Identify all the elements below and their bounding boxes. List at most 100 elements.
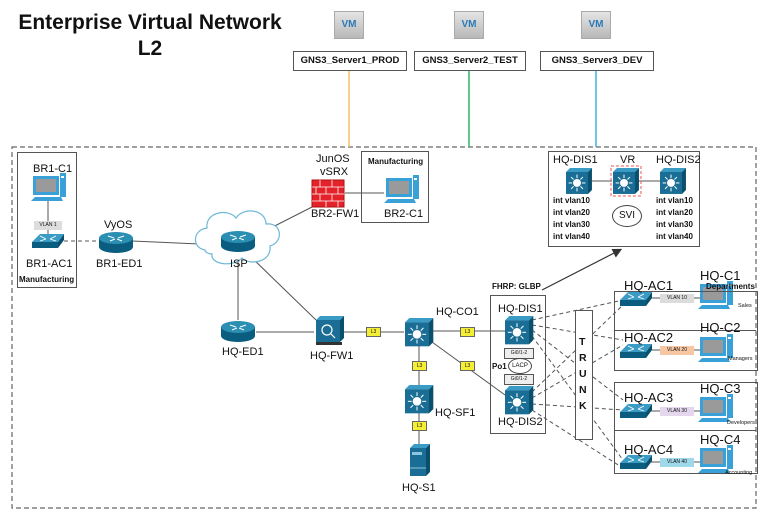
svi-ellipse: SVI: [612, 205, 642, 227]
dept-divider-top: [614, 330, 756, 331]
mls-hq-co1-icon[interactable]: [405, 318, 434, 347]
br1-c1-label: BR1-C1: [33, 163, 73, 175]
br1-ac1-label: BR1-AC1: [26, 258, 73, 270]
switch-hq-ac1-icon[interactable]: [620, 292, 652, 306]
hq-co1-label: HQ-CO1: [436, 306, 479, 318]
branch2-group: [361, 151, 429, 223]
svi-arrow: [541, 248, 623, 291]
switch-hq-ac2-icon[interactable]: [620, 344, 652, 358]
dept-vlan-tag: VLAN 20: [660, 346, 694, 355]
vm-icon-server1[interactable]: VM: [334, 11, 364, 39]
dept-name-label: Developers: [727, 420, 755, 426]
firewall-br2-fw1-icon[interactable]: [311, 179, 345, 208]
branch1-group: [17, 152, 77, 288]
br2-fw-os1-label: JunOS: [316, 153, 350, 165]
dept-vlan-tag: VLAN 10: [660, 294, 694, 303]
dept-switch-label: HQ-AC1: [624, 278, 674, 293]
trunk-letter: R: [579, 352, 587, 364]
pc-hq-c1-icon[interactable]: [698, 281, 733, 309]
server3-label[interactable]: GNS3_Server3_DEV: [540, 51, 654, 71]
svi-vr-label: VR: [620, 154, 636, 166]
hq-sf1-label: HQ-SF1: [435, 407, 476, 419]
svi-vlan-item: int vlan40: [656, 232, 693, 241]
br1-dept-label: Manufacturing: [19, 275, 75, 284]
l3-tag-co-dis2: L3: [460, 361, 475, 371]
br2-dept-label: Manufacturing: [368, 157, 424, 166]
mls-hq-dis1-icon[interactable]: [505, 316, 534, 345]
server-hq-s1-icon[interactable]: [410, 444, 430, 476]
pcs: [31, 173, 733, 473]
trunk-bar: [575, 310, 593, 440]
port-label-bottom: Gi0/1-2: [504, 374, 534, 385]
dept-switch-label: HQ-AC3: [624, 390, 674, 405]
dept-switch-label: HQ-AC4: [624, 442, 674, 457]
departments-title: Departments: [706, 282, 755, 291]
multilayer-switches: [405, 165, 686, 415]
svi-vlan-item: int vlan10: [656, 196, 693, 205]
diagram-subtitle: L2: [137, 37, 163, 60]
dept-switch-label: HQ-AC2: [624, 330, 674, 345]
trunk-letter: N: [579, 384, 587, 396]
switch-hq-ac3-icon[interactable]: [620, 404, 652, 418]
svi-vlan-item: int vlan20: [656, 208, 693, 217]
fhrp-label: FHRP: GLBP: [492, 282, 541, 291]
trunk-letter: U: [579, 368, 587, 380]
mls-svi-dis1-icon[interactable]: [566, 168, 592, 194]
isp-label: ISP: [230, 258, 248, 270]
server1-label[interactable]: GNS3_Server1_PROD: [293, 51, 407, 71]
mls-hq-dis2-icon[interactable]: [505, 386, 534, 415]
pc-br1-c1-icon[interactable]: [31, 173, 66, 201]
link-isp-hqfw1: [249, 255, 317, 321]
l3-tag-co-dis1: L3: [460, 327, 475, 337]
hq-s1-label: HQ-S1: [402, 482, 436, 494]
dept-name-label: Sales: [738, 303, 752, 309]
server2-label[interactable]: GNS3_Server2_TEST: [414, 51, 526, 71]
switch-hq-ac4-icon[interactable]: [620, 455, 652, 469]
br1-ed1-label: BR1-ED1: [96, 258, 143, 270]
l3-tag-sf-s1: L3: [412, 421, 427, 431]
svi-group: [548, 151, 700, 247]
dept-pc-label: HQ-C2: [700, 320, 741, 335]
vm-icon-server2[interactable]: VM: [454, 11, 484, 39]
svi-dis2-label: HQ-DIS2: [656, 154, 701, 166]
firewall-hq-fw1-icon[interactable]: [316, 316, 344, 345]
dept-vlan-tag: VLAN 40: [660, 458, 694, 467]
vm-icon-server3[interactable]: VM: [581, 11, 611, 39]
dept-pc-label: HQ-C1: [700, 268, 741, 283]
router-isp-icon[interactable]: [221, 231, 255, 252]
hq-fw1-label: HQ-FW1: [310, 350, 354, 362]
lacp-ellipse: LACP: [508, 358, 532, 374]
pc-br2-c1-icon[interactable]: [384, 175, 419, 203]
trunk-letter: K: [579, 400, 587, 412]
router-hq-ed1-icon[interactable]: [221, 321, 255, 342]
dept-vlan-tag: VLAN 30: [660, 407, 694, 416]
hq-ed1-label: HQ-ED1: [222, 346, 264, 358]
mls-hq-sf1-icon[interactable]: [405, 385, 434, 414]
diagram-title: Enterprise Virtual Network: [18, 11, 282, 34]
distribution-group: [490, 295, 546, 434]
l3-tag-co-sf: L3: [412, 361, 427, 371]
pc-hq-c3-icon[interactable]: [698, 394, 733, 422]
dept-pc-label: HQ-C4: [700, 432, 741, 447]
switch-br1-ac1-icon[interactable]: [32, 234, 64, 248]
l3-tag-fw-co: L3: [366, 327, 381, 337]
dept-pc-label: HQ-C3: [700, 381, 741, 396]
svi-dis1-label: HQ-DIS1: [553, 154, 598, 166]
svi-vlan-item: int vlan40: [553, 232, 590, 241]
mls-svi-dis2-icon[interactable]: [660, 168, 686, 194]
po1-label: Po1: [492, 362, 507, 371]
svi-vlan-item: int vlan30: [553, 220, 590, 229]
dept-group-bottom: [614, 382, 758, 474]
access-switches: [32, 234, 652, 469]
router-br1-ed1-icon[interactable]: [99, 232, 133, 253]
br2-fw-os2-label: vSRX: [320, 166, 349, 178]
pc-hq-c2-icon[interactable]: [698, 334, 733, 362]
enterprise-boundary: [11, 146, 757, 509]
svi-vlan-item: int vlan20: [553, 208, 590, 217]
pc-hq-c4-icon[interactable]: [698, 445, 733, 473]
dept-name-label: Accounting: [725, 470, 753, 476]
trunk-letter: T: [579, 336, 586, 348]
mls-svi-vr-icon[interactable]: [610, 165, 642, 197]
dept-divider-bottom: [614, 430, 756, 431]
br2-c1-label: BR2-C1: [384, 208, 424, 220]
